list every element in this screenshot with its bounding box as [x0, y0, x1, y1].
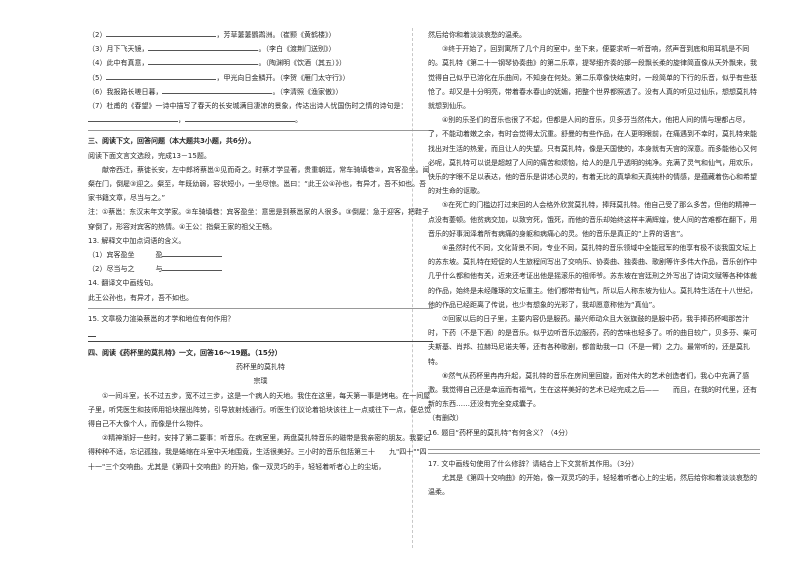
answer-blank[interactable]	[162, 85, 273, 94]
question-13b: （2）尽当与之 与	[88, 262, 433, 276]
poem-line-7-blanks: ，。	[88, 113, 433, 127]
poem-line-3: （3）月下飞天镜，。（李白《渡荆门送别》）	[88, 42, 433, 56]
answer-line[interactable]	[428, 448, 760, 450]
column-divider	[412, 28, 413, 548]
question-13: 13. 解释文中加点词语的含义。	[88, 236, 186, 245]
answer-blank[interactable]	[162, 248, 223, 258]
article-paragraph-8: ⑧然气从药杯里冉冉升起，莫扎特的音乐在房间里回旋，面对伟大的艺术创造者们，我心中…	[428, 371, 757, 409]
poem-line-5: （5），甲光向日金鳞开。（李贺《雁门太守行》）	[88, 71, 433, 85]
passage-notes: 注：①蔡邕：东汉末年文学家。②车骑填巷：宾客盈坐：意思是到蔡邕家的人很多。③倒屣…	[88, 208, 429, 231]
answer-blank[interactable]	[148, 42, 259, 52]
article-paragraph-5: ⑤在死亡的门槛边打过来回的人会格外欣赏莫扎特，捧拜莫扎特。他自己受了那么多苦，但…	[428, 201, 757, 238]
article-paragraph-4: ④别的乐圣们的音乐也很了不起，但都是人间的音乐，贝多芬当然伟大，他把人间的情与理…	[428, 116, 757, 196]
answer-blank[interactable]	[148, 56, 259, 66]
poem-line-2: （2），芳草萋萋鹦鹉洲。（崔颢《黄鹤楼》）	[88, 28, 433, 42]
question-14-text: 此王公孙也，有异才，吾不如也。	[88, 293, 193, 302]
answer-blank[interactable]	[88, 113, 178, 123]
article-title: 药杯里的莫扎特	[236, 363, 285, 372]
right-column: 然后给你和着淡淡哀愁的温柔。 ③终于开始了，回到寓所了几个月的室中，坐下来，便要…	[428, 28, 760, 500]
section4-title: 四、阅读《药杯里的莫扎特》一文，回答16～19题。（15分）	[88, 349, 282, 358]
answer-blank[interactable]	[106, 71, 217, 80]
answer-line[interactable]	[428, 452, 760, 454]
article-paragraph-3: ③终于开始了，回到寓所了几个月的室中，坐下来，便要求听一听音响，然声音到底和用耳…	[428, 45, 757, 111]
article-author: 宗璞	[253, 377, 268, 386]
poem-line-4: （4）此中有真意，。（陶渊明《饮酒（其五）》）	[88, 56, 433, 70]
section3-title: 三、阅读下文，回答问题（本大题共3小题，共6分）。	[88, 137, 256, 146]
article-paragraph-2: ②精神渐好一些时，安排了第二要事：听音乐。在病室里，两盘莫扎特音乐的磁带是我亲密…	[88, 434, 431, 471]
answer-line[interactable]	[88, 336, 96, 338]
question-14: 14. 翻译文中画线句。	[88, 279, 158, 288]
article-paragraph-7: ⑦回家以后的日子里，主要内容仍是服药。最兴师动众且大张旗鼓的是服中药，我手捧药杯…	[428, 315, 757, 366]
answer-line[interactable]	[88, 307, 433, 309]
question-17: 17. 文中画线句使用了什么修辞？请结合上下文赏析其作用。（3分）	[428, 459, 639, 468]
section-divider	[88, 341, 433, 343]
question-15: 15. 文章极力渲染蔡邕的才学和地位有何作用？	[88, 314, 235, 323]
article-paragraph-1: ①一间斗室，长不过五步，宽不过三步，这是一个病人的天地。我住在这里，每天第一事是…	[88, 391, 431, 429]
poem-line-6: （6）我报路长嗟日暮，。（李清照《渔家傲》）	[88, 85, 433, 99]
section3-intro: 阅读下面文言文选段，完成13－15题。	[88, 151, 211, 160]
answer-blank[interactable]	[185, 113, 295, 123]
poem-line-7: （7）杜甫的《春望》一诗中描写了春天的长安城满目凄凉的景象，传达出诗人忧国伤时之…	[88, 102, 408, 111]
question-13a: （1）宾客盈坐 盈	[88, 248, 433, 262]
source-note: （有删改）	[428, 414, 463, 423]
answer-blank[interactable]	[162, 262, 223, 272]
question-16: 16. 题目“药杯里的莫扎特”有何含义？（4分）	[428, 428, 573, 437]
article-paragraph-6: ⑥虽然时代不同，文化背景不同，专业不同，莫扎特的音乐领域中全能冠军的他享有极不谈…	[428, 244, 757, 309]
separator	[88, 130, 433, 132]
classical-passage: 献帝西迁，蔡徙长安，左中郎将蔡邕①见而奇之。时蔡才学显著，贵重朝廷，常车骑填巷②…	[88, 165, 430, 203]
answer-blank[interactable]	[106, 28, 217, 37]
question-17-text: 尤其是《第四十交响曲》的开始，像一双灵巧的手，轻轻着听者心上的尘垢，然后给你和着…	[428, 474, 757, 497]
left-column: （2），芳草萋萋鹦鹉洲。（崔颢《黄鹤楼》） （3）月下飞天镜，。（李白《渡荆门送…	[88, 28, 433, 474]
article-paragraph-2-end: 然后给你和着淡淡哀愁的温柔。	[428, 31, 526, 39]
